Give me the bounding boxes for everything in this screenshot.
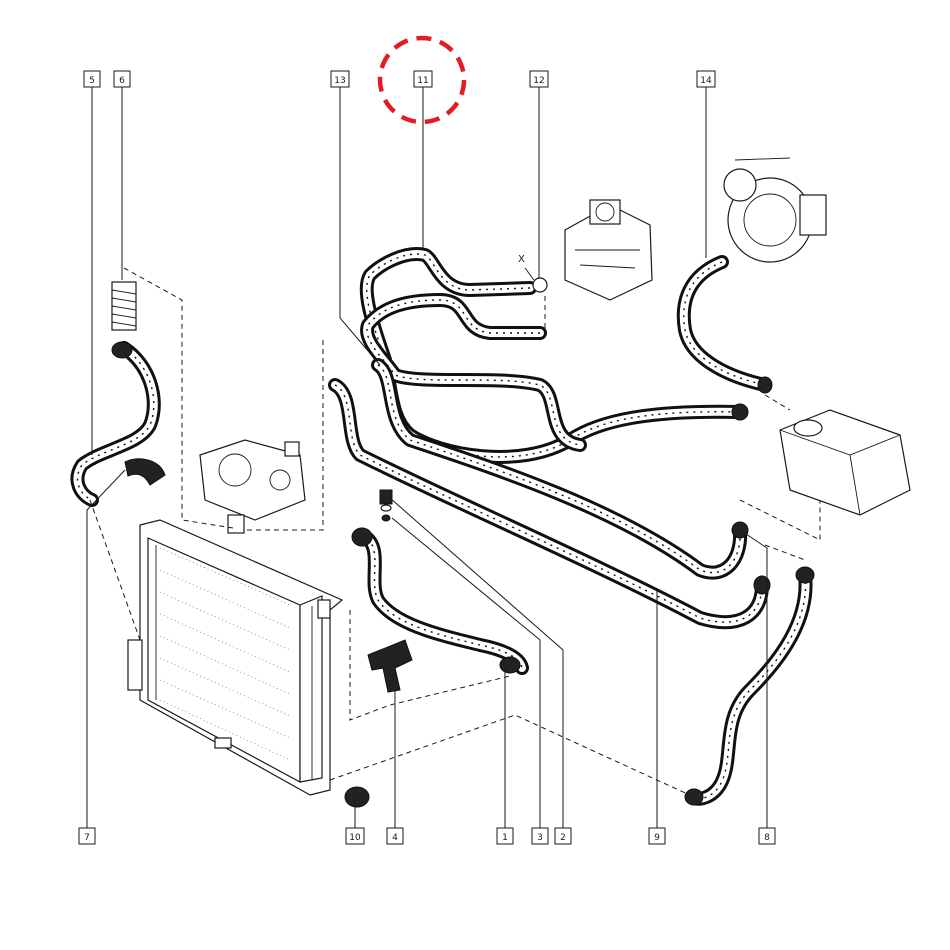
bracket-part-4 (367, 639, 413, 693)
carburettor (564, 199, 653, 301)
callout-2: 2 (554, 827, 572, 845)
svg-text:1: 1 (502, 833, 508, 843)
thermostat-housing (199, 439, 306, 534)
svg-text:13: 13 (334, 76, 345, 86)
svg-text:3: 3 (537, 833, 543, 843)
leader-lines (86, 87, 768, 828)
expansion-tank (779, 409, 911, 516)
callout-13: 13 (330, 70, 350, 88)
callout-1: 1 (496, 827, 514, 845)
callout-10: 10 (345, 827, 365, 845)
svg-text:9: 9 (654, 833, 660, 843)
callout-7: 7 (78, 827, 96, 845)
hose-long-lower (328, 378, 769, 630)
svg-text:10: 10 (349, 833, 361, 843)
callout-12: 12 (529, 70, 549, 88)
svg-text:4: 4 (392, 833, 398, 843)
callout-8: 8 (758, 827, 776, 845)
callout-3: 3 (531, 827, 549, 845)
svg-text:6: 6 (119, 76, 125, 86)
svg-text:14: 14 (700, 76, 712, 86)
svg-text:8: 8 (764, 833, 770, 843)
hose-clamp-part-7 (124, 458, 166, 486)
dashed-guide-lines (89, 267, 821, 798)
callout-4: 4 (386, 827, 404, 845)
hose-expansion-tank (687, 568, 813, 806)
callout-5: 5 (83, 70, 101, 88)
radiator (127, 519, 344, 796)
svg-text:12: 12 (533, 76, 544, 86)
marker-x-label: X (518, 254, 525, 265)
turbocharger (723, 157, 827, 263)
callout-14: 14 (696, 70, 716, 88)
hose-upper-radiator (70, 341, 161, 507)
bleed-screw-part-3 (379, 489, 393, 522)
svg-text:11: 11 (417, 76, 428, 86)
hose-lower-radiator (355, 528, 529, 675)
callout-11: 11 (413, 70, 433, 88)
drain-plug-part-10 (344, 786, 370, 808)
hose-long-upper (371, 358, 748, 580)
svg-text:5: 5 (89, 76, 95, 86)
callout-6: 6 (113, 70, 131, 88)
hose-heater-return (360, 293, 587, 452)
connector-part-12 (524, 267, 548, 293)
highlight-circle (377, 35, 467, 125)
svg-text:2: 2 (560, 833, 566, 843)
hose-turbo (676, 255, 772, 392)
svg-text:7: 7 (84, 833, 90, 843)
callout-9: 9 (648, 827, 666, 845)
spring-part-6 (111, 281, 137, 331)
